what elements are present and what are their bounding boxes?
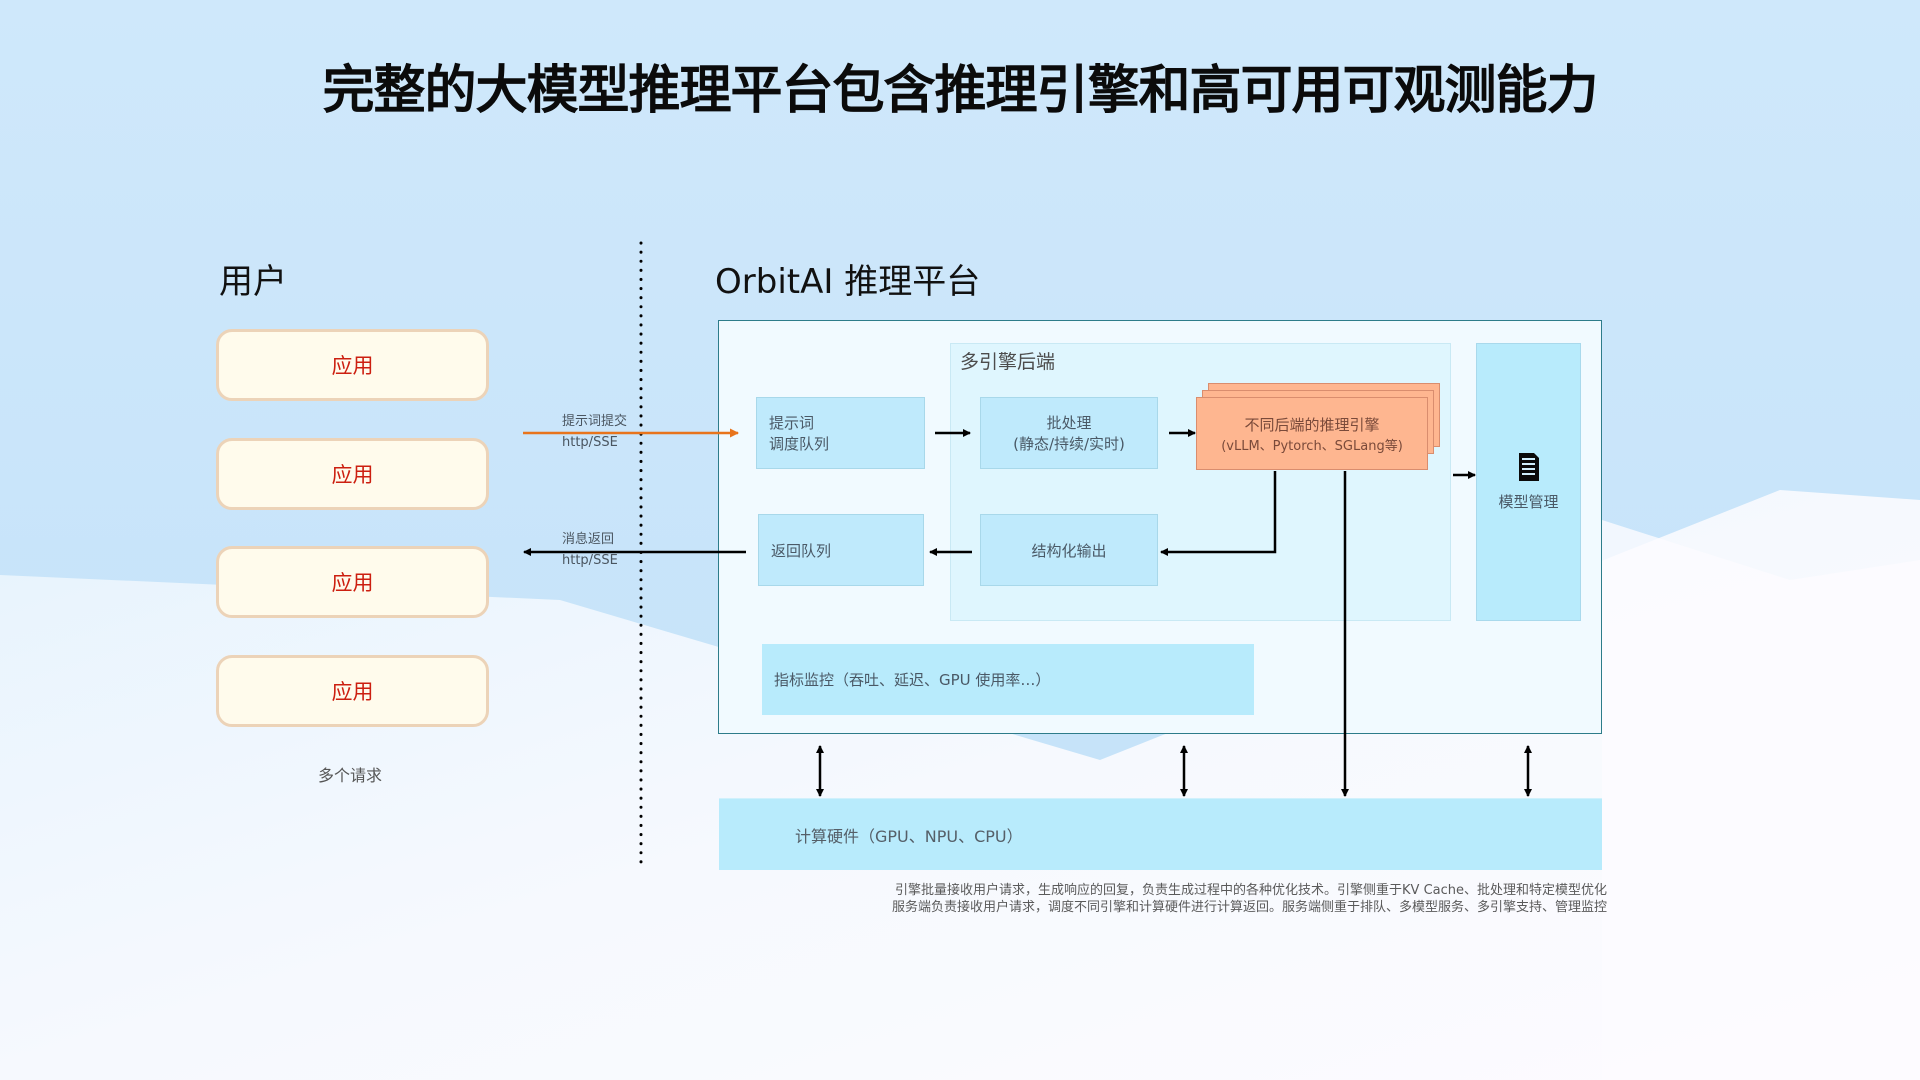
document-icon bbox=[1518, 452, 1539, 481]
app-box[interactable]: 应用 bbox=[216, 438, 489, 510]
prompt-queue-line2: 调度队列 bbox=[769, 435, 830, 453]
hardware-label: 计算硬件（GPU、NPU、CPU） bbox=[795, 826, 1023, 846]
platform-heading: OrbitAI 推理平台 bbox=[715, 262, 981, 302]
app-label: 应用 bbox=[331, 571, 374, 595]
request-flow-label: 提示词提交 http/SSE bbox=[562, 411, 627, 453]
response-flow-protocol: http/SSE bbox=[562, 553, 618, 568]
return-queue-label: 返回队列 bbox=[771, 541, 832, 560]
request-flow-protocol: http/SSE bbox=[562, 435, 618, 450]
footnote-line2: 服务端负责接收用户请求，调度不同引擎和计算硬件进行计算返回。服务端侧重于排队、多… bbox=[891, 900, 1607, 915]
user-section-heading: 用户 bbox=[219, 262, 287, 302]
structured-output-label: 结构化输出 bbox=[1031, 541, 1107, 560]
engines-line1: 不同后端的推理引擎 bbox=[1244, 415, 1380, 434]
response-flow-title: 消息返回 bbox=[562, 532, 615, 547]
compute-hardware-node[interactable]: 计算硬件（GPU、NPU、CPU） bbox=[719, 798, 1602, 870]
multi-engine-label: 多引擎后端 bbox=[960, 351, 1056, 373]
app-box[interactable]: 应用 bbox=[216, 546, 489, 618]
structured-output-node[interactable]: 结构化输出 bbox=[980, 514, 1158, 586]
model-management-node[interactable]: 模型管理 bbox=[1476, 343, 1581, 621]
app-label: 应用 bbox=[331, 463, 374, 487]
metrics-label: 指标监控（吞吐、延迟、GPU 使用率…） bbox=[774, 671, 1051, 689]
request-flow-title: 提示词提交 bbox=[562, 414, 628, 429]
return-queue-node[interactable]: 返回队列 bbox=[758, 514, 924, 586]
batching-node[interactable]: 批处理 (静态/持续/实时) bbox=[980, 397, 1158, 469]
requests-caption: 多个请求 bbox=[318, 766, 383, 785]
prompt-queue-line1: 提示词 bbox=[769, 414, 815, 432]
app-box[interactable]: 应用 bbox=[216, 655, 489, 727]
footnote-line1: 引擎批量接收用户请求，生成响应的回复，负责生成过程中的各种优化技术。引擎侧重于K… bbox=[895, 883, 1607, 898]
app-label: 应用 bbox=[331, 680, 374, 704]
batching-line2: (静态/持续/实时) bbox=[1013, 435, 1125, 453]
app-box[interactable]: 应用 bbox=[216, 329, 489, 401]
metrics-monitoring-node[interactable]: 指标监控（吞吐、延迟、GPU 使用率…） bbox=[762, 644, 1254, 715]
app-label: 应用 bbox=[331, 354, 374, 378]
footnote: 引擎批量接收用户请求，生成响应的回复，负责生成过程中的各种优化技术。引擎侧重于K… bbox=[892, 882, 1607, 916]
page-title: 完整的大模型推理平台包含推理引擎和高可用可观测能力 bbox=[322, 61, 1598, 121]
prompt-queue-node[interactable]: 提示词 调度队列 bbox=[756, 397, 925, 469]
engines-line2: (vLLM、Pytorch、SGLang等) bbox=[1221, 438, 1403, 454]
batching-line1: 批处理 bbox=[1046, 414, 1092, 432]
model-management-label: 模型管理 bbox=[1498, 492, 1559, 511]
inference-engines-node[interactable]: 不同后端的推理引擎 (vLLM、Pytorch、SGLang等) bbox=[1196, 397, 1428, 470]
response-flow-label: 消息返回 http/SSE bbox=[562, 529, 618, 571]
